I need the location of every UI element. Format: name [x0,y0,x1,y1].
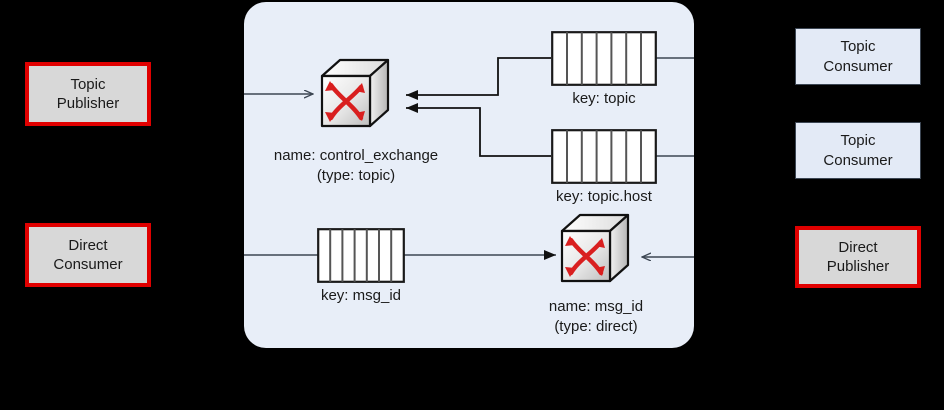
endpoint-label: Direct Publisher [826,238,890,275]
endpoint-direct-consumer[interactable]: Direct Consumer [25,223,151,287]
endpoint-label: Topic Publisher [56,75,120,112]
endpoint-topic-consumer-1[interactable]: Topic Consumer [795,28,921,85]
queue-topic-caption: key: topic [572,90,636,107]
endpoint-topic-consumer-2[interactable]: Topic Consumer [795,122,921,179]
queue-msg-id-caption: key: msg_id [320,287,402,304]
endpoint-label: Topic Consumer [823,38,893,75]
exchange-control-exchange-caption: name: control_exchange (type: topic) [273,147,439,184]
queue-topic-host-icon[interactable] [551,129,657,184]
queue-topic-icon[interactable] [551,31,657,86]
exchange-msg-id-icon[interactable] [556,213,632,297]
queue-msg-id-icon[interactable] [317,228,405,283]
exchange-control-exchange-icon[interactable] [316,58,392,142]
endpoint-topic-publisher[interactable]: Topic Publisher [25,62,151,126]
endpoint-label: Topic Consumer [823,132,893,169]
endpoint-direct-publisher[interactable]: Direct Publisher [795,226,921,288]
queue-topic-host-caption: key: topic.host [556,188,652,205]
exchange-msg-id-caption: name: msg_id (type: direct) [548,298,644,335]
endpoint-label: Direct Consumer [53,236,123,273]
